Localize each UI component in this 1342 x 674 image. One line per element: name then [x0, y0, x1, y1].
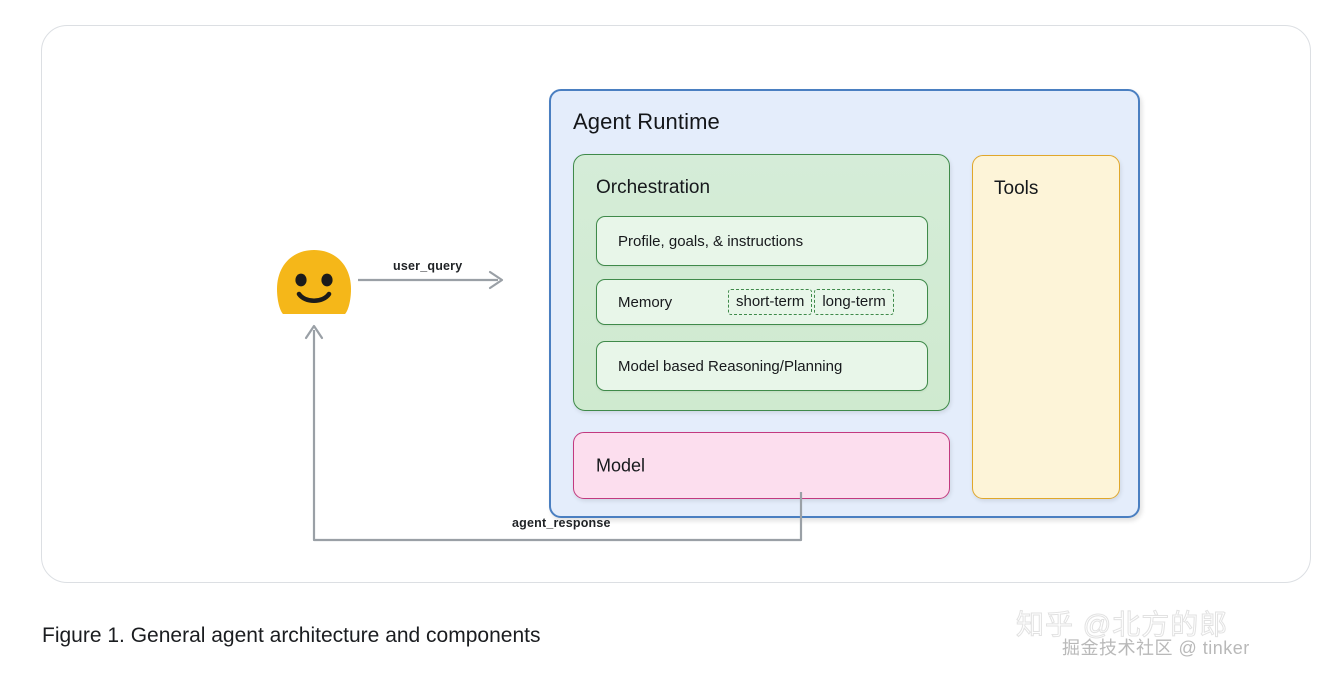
figure-card: Agent Runtime Orchestration Profile, goa… [41, 25, 1311, 583]
flow-label-agent-response: agent_response [512, 516, 611, 530]
agent-runtime-title: Agent Runtime [573, 109, 720, 134]
orchestration-row-reasoning-label: Model based Reasoning/Planning [618, 357, 843, 375]
orchestration-row-reasoning: Model based Reasoning/Planning [596, 341, 928, 391]
user-smiley-icon [274, 249, 354, 317]
orchestration-title: Orchestration [596, 177, 711, 198]
memory-chip-long-term: long-term [814, 288, 894, 316]
agent-runtime-box: Agent Runtime Orchestration Profile, goa… [549, 89, 1140, 518]
figure-caption: Figure 1. General agent architecture and… [42, 624, 541, 647]
orchestration-row-profile-label: Profile, goals, & instructions [618, 232, 804, 250]
orchestration-box: Orchestration Profile, goals, & instruct… [573, 154, 950, 411]
model-title: Model [596, 455, 646, 475]
orchestration-row-profile: Profile, goals, & instructions [596, 216, 928, 266]
memory-chip-short-term: short-term [728, 288, 813, 316]
watermark-zhihu: 知乎 @北方的郎 [1015, 609, 1229, 641]
watermark-juejin: 掘金技术社区 @ tinker [1062, 638, 1250, 658]
memory-chip-group: short-term long-term [728, 288, 894, 316]
orchestration-row-memory: Memory short-term long-term [596, 279, 928, 325]
tools-title: Tools [994, 178, 1039, 199]
flow-label-user-query: user_query [393, 259, 463, 273]
model-box: Model [573, 432, 950, 499]
orchestration-row-memory-label: Memory [618, 293, 673, 311]
tools-box: Tools [972, 155, 1120, 499]
